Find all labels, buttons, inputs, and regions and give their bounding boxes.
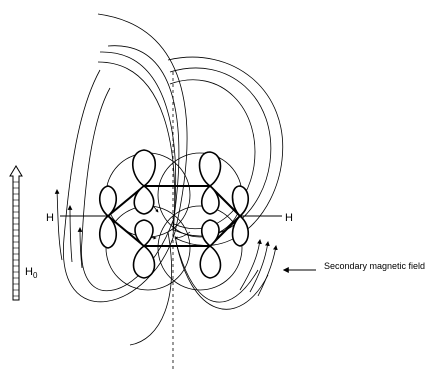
p-orbitals bbox=[98, 149, 250, 279]
applied-field-label: H0 bbox=[25, 266, 38, 280]
secondary-field-label: Secondary magnetic field bbox=[324, 261, 425, 271]
hydrogen-label-left: H bbox=[46, 212, 54, 224]
induced-field-lines bbox=[63, 13, 284, 346]
field-arrows-right bbox=[239, 239, 278, 297]
applied-field-arrow bbox=[9, 165, 23, 301]
hydrogen-label-right: H bbox=[285, 212, 293, 224]
field-arrows-left bbox=[54, 189, 83, 269]
